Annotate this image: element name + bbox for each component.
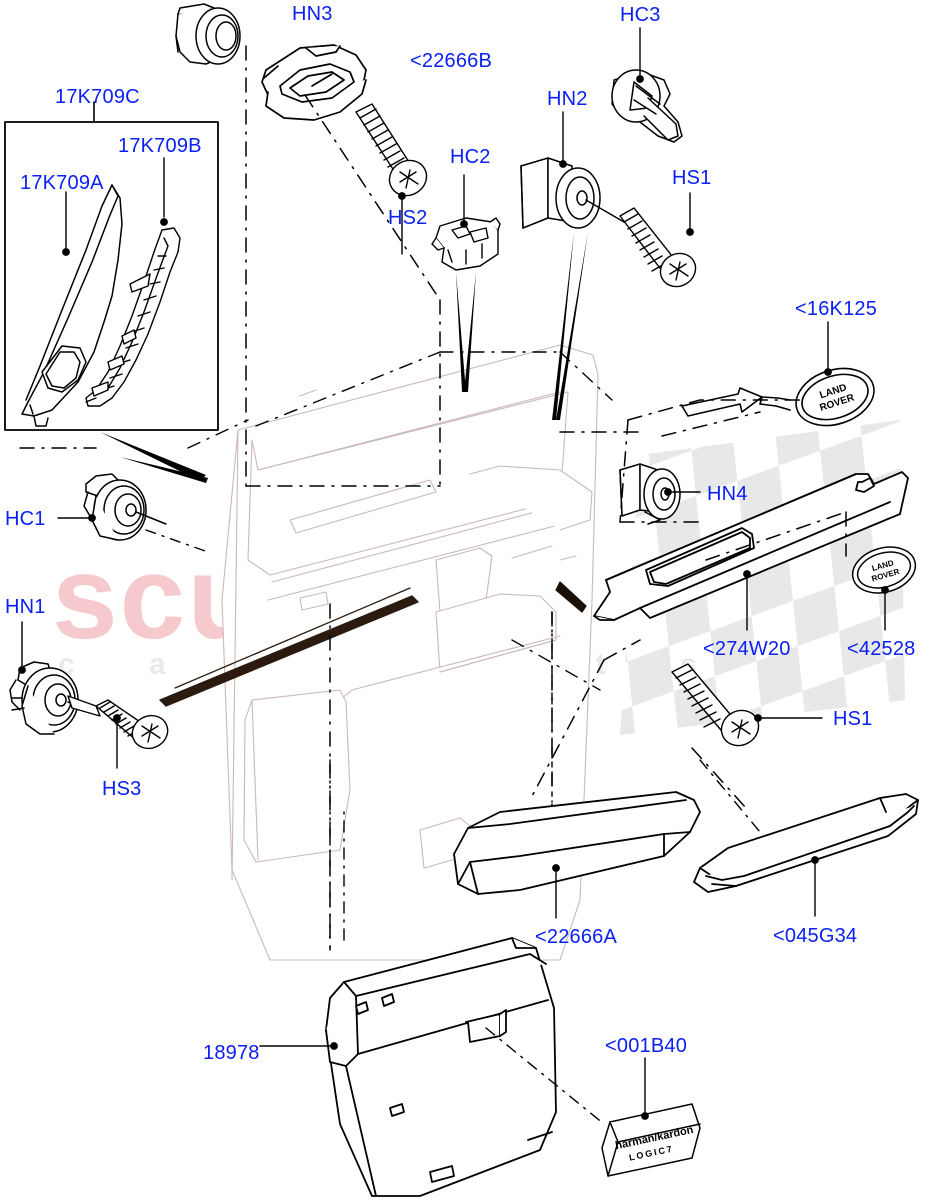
part-hc3-rivet [611,69,683,143]
045g34-leader [811,856,819,917]
callout-001b40: <001B40 [605,1035,688,1057]
001b40-dash-to-bin [485,1027,605,1125]
callout-hn4: HN4 [707,483,748,505]
assembly-axis-lines-secondary [187,351,613,951]
part-16k125-badge-arrow [681,387,791,417]
045g34-dash-to-panel [699,759,761,833]
door-accent-strip-2 [555,581,587,613]
callout-17k709a: 17K709A [20,172,104,194]
part-hs2-screw [355,103,428,197]
part-hs3-screw [67,695,169,750]
274w20-leader [743,570,751,631]
callout-045g34: <045G34 [773,925,858,947]
part-hn1-grommet [9,661,97,735]
callout-17k709b: 17K709B [118,135,202,157]
callout-22666a: <22666A [535,926,618,948]
callout-hc3: HC3 [620,4,661,26]
callout-hn3: HN3 [292,3,333,25]
callout-18978: 18978 [203,1042,260,1064]
part-hn2-grommet [520,157,601,229]
callout-hn1: HN1 [5,596,46,618]
part-22666b-handle-bezel [261,44,367,121]
inset-pointer-to-panel [100,432,208,483]
callout-hs2: HS2 [388,207,428,229]
callout-16k125: <16K125 [795,298,878,320]
hc1-leader [57,514,96,522]
22666a-leader [552,864,560,919]
part-hc1-fastener [83,473,167,541]
callout-hs1-top: HS1 [672,167,712,189]
hs2-leader [398,192,406,255]
part-17k709a-trim [21,184,123,427]
hs3-leader [113,714,121,769]
badge-16k125-oval: LAND ROVER [795,367,875,427]
hn2-pointer-lines [552,232,588,420]
hc2-leader [460,174,468,228]
callout-42528: <42528 [847,638,916,660]
inset-leader-lines [62,157,168,256]
hc1-dash-to-panel [145,529,209,553]
part-045g34-grille [693,793,919,893]
callout-hs1-bottom: HS1 [833,708,873,730]
assembly-axis-lines [19,45,847,951]
hn2-leader [559,111,567,168]
callout-17k709c: 17K709C [55,86,140,108]
hs1-top-leader [686,192,694,236]
16k125-leader [824,321,832,376]
callout-hs3: HS3 [102,778,142,800]
hn4-leader [664,488,701,496]
part-hn3-grommet [175,3,241,65]
hs1-bottom-leader [754,714,823,722]
42528-leader [881,586,889,631]
badge-42528-oval: LAND ROVER [851,546,917,594]
hc3-leader [636,27,644,83]
001b40-leader [641,1057,649,1120]
badge-001b40-harman-kardon: harman/kardon LOGIC7 [601,1103,701,1177]
part-17k709b-carrier [85,227,181,407]
callout-hc1: HC1 [5,508,46,530]
callout-22666b: <22666B [410,50,493,72]
callout-274w20: <274W20 [703,638,791,660]
part-22666a-armrest [453,791,701,895]
callout-hc2: HC2 [450,146,491,168]
part-hs1-bottom-screw [671,663,760,747]
door-accent-strip [159,587,419,707]
part-18978-storage-bin [325,937,557,1197]
part-274w20-trim-panel [593,471,909,621]
hn1-leader [18,621,26,674]
part-hs1-top-screw [585,199,697,288]
hc2-pointer-lines [456,272,476,392]
callout-hn2: HN2 [547,88,588,110]
18978-leader [259,1042,338,1050]
part-hc2-clip [431,217,501,271]
